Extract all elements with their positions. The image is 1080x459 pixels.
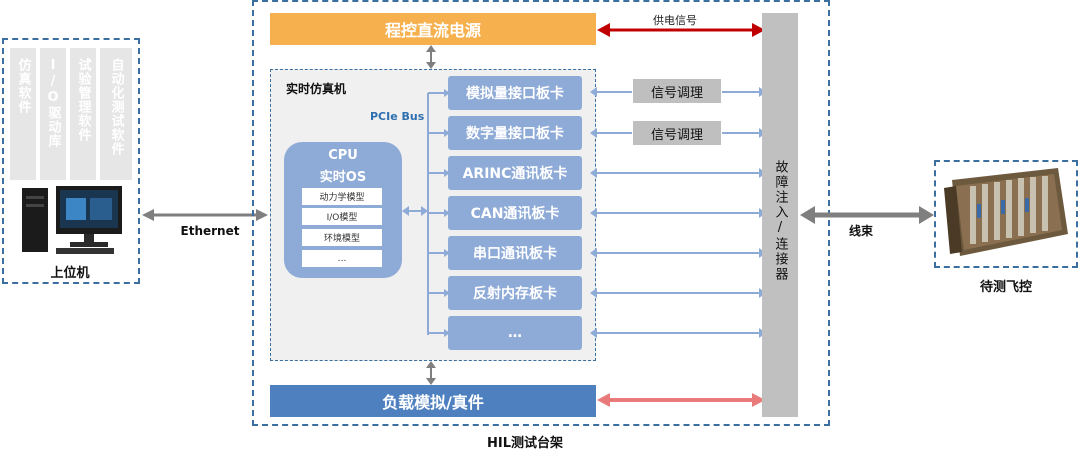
card-analog-io: 模拟量接口板卡 (448, 76, 582, 110)
power-signal-label: 供电信号 (653, 14, 697, 27)
harness-label: 线束 (848, 224, 873, 238)
harness-arrow (798, 203, 936, 227)
card-can: CAN通讯板卡 (448, 196, 582, 230)
computer-icon (20, 184, 125, 256)
card-arinc: ARINC通讯板卡 (448, 156, 582, 190)
cpu-os: 实时OS (319, 170, 367, 185)
ethernet-label: Ethernet (180, 224, 240, 238)
power-sim-arrow (423, 45, 439, 69)
signal-conditioning-2: 信号调理 (633, 121, 721, 145)
ethernet-link (140, 205, 270, 225)
software-io-driver: I/O驱动库 (40, 48, 66, 180)
signal-conditioning-1: 信号调理 (633, 79, 721, 103)
pcie-bus-label: PCIe Bus (370, 110, 425, 123)
software-simulation: 仿真软件 (10, 48, 36, 180)
load-simulation: 负载模拟/真件 (270, 385, 596, 417)
card-serial: 串口通讯板卡 (448, 236, 582, 270)
cpu-bus-arrow (402, 203, 428, 217)
card-connector-links (590, 80, 766, 340)
simulator-title: 实时仿真机 (286, 82, 347, 96)
host-pc-group (2, 38, 140, 284)
hil-rack-label: HIL测试台架 (486, 436, 563, 451)
sim-load-arrow (423, 361, 439, 385)
software-test-management: 试验管理软件 (70, 48, 96, 180)
power-signal-arrow (596, 20, 766, 40)
power-supply: 程控直流电源 (270, 13, 596, 45)
card-reflective-memory: 反射内存板卡 (448, 276, 582, 310)
pcie-bus-lines (420, 85, 452, 345)
connector-label: 故障注入/连接器 (772, 160, 788, 282)
model-more: … (302, 250, 382, 267)
dut-group (934, 160, 1078, 268)
cpu-title: CPU (328, 148, 358, 163)
card-more: … (448, 316, 582, 350)
model-io: I/O模型 (302, 208, 382, 225)
model-environment: 环境模型 (302, 229, 382, 246)
host-pc-label: 上位机 (50, 266, 90, 281)
flight-controller-icon (940, 164, 1074, 262)
model-dynamics: 动力学模型 (302, 188, 382, 205)
card-digital-io: 数字量接口板卡 (448, 116, 582, 150)
fault-injection-connector (762, 13, 798, 417)
software-automated-testing: 自动化测试软件 (100, 48, 132, 180)
dut-label: 待测飞控 (979, 280, 1032, 295)
load-signal-arrow (596, 390, 766, 410)
